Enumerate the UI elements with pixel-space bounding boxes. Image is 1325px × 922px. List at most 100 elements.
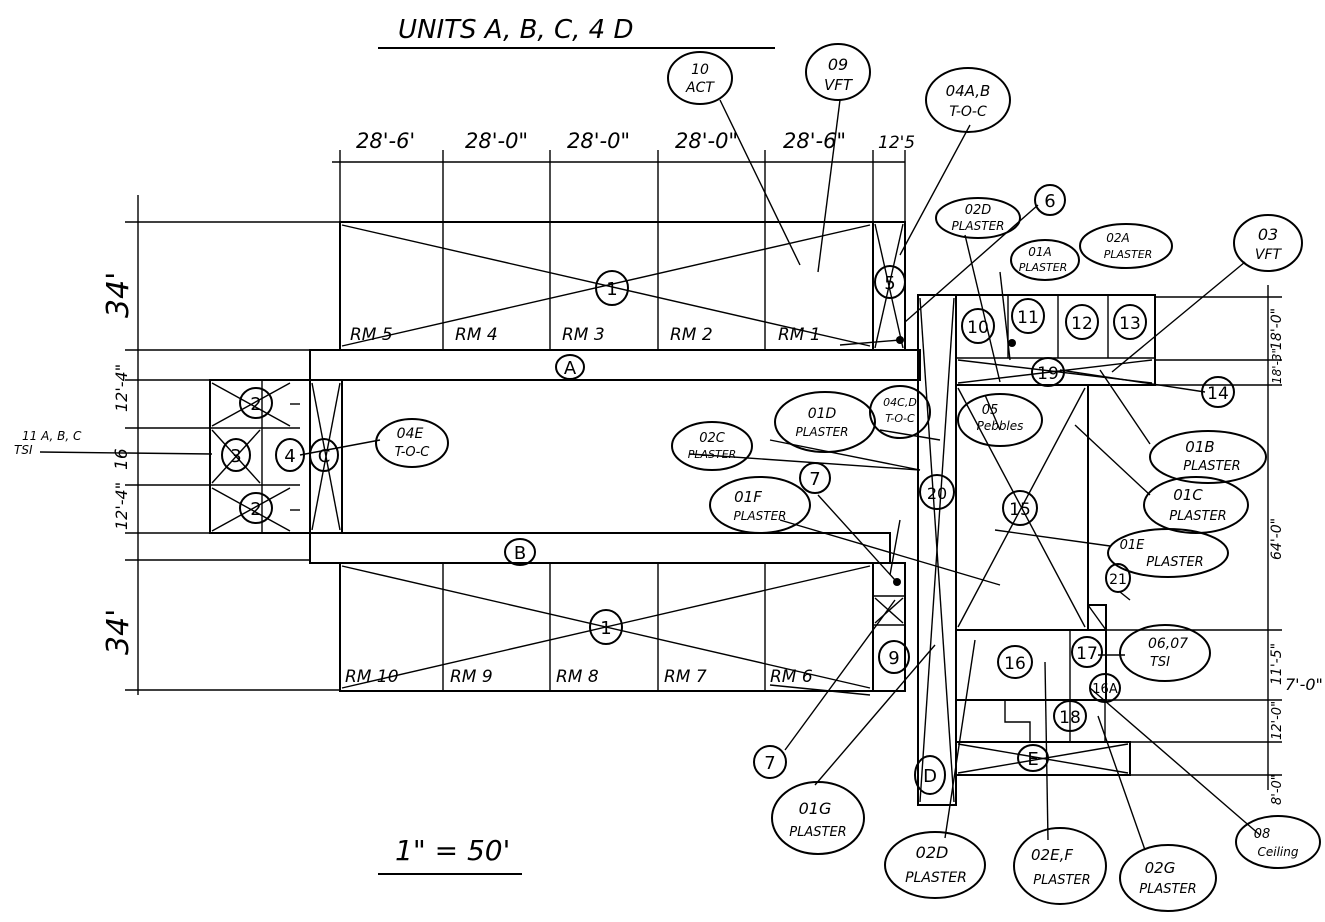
- svg-text:04E: 04E: [397, 426, 424, 442]
- dim-left-1: 34': [101, 272, 136, 318]
- sample-02ef: 02E,F PLASTER: [1013, 827, 1107, 905]
- room-rm8: RM 8: [556, 667, 599, 687]
- right-dimensions: 18'-0" 18'-3" 64'-0" 11'-5" 7'-0" 12'-0"…: [1105, 285, 1323, 805]
- room-rm9: RM 9: [450, 667, 493, 687]
- svg-text:10: 10: [691, 62, 709, 78]
- room-rm3: RM 3: [562, 325, 605, 345]
- svg-text:06,07: 06,07: [1148, 636, 1188, 652]
- dim-left-2: 12'-4": [112, 364, 131, 412]
- area-16: 16: [1004, 654, 1026, 674]
- svg-text:PLASTER: PLASTER: [1139, 882, 1196, 897]
- svg-text:01C: 01C: [1173, 486, 1203, 504]
- dim-top-6: 12'5: [878, 133, 915, 153]
- svg-text:02C: 02C: [699, 431, 726, 446]
- sample-03-vft: 03 VFT: [1233, 214, 1303, 272]
- svg-text:VFT: VFT: [1255, 247, 1283, 263]
- svg-text:01D: 01D: [808, 406, 837, 422]
- dim-left-4: 12'-4": [112, 482, 131, 530]
- area-7-lower: 7: [764, 753, 775, 774]
- svg-text:PLASTER: PLASTER: [1033, 873, 1090, 888]
- svg-text:01F: 01F: [734, 488, 762, 506]
- area-2-top: 2: [250, 394, 261, 415]
- area-12: 12: [1071, 314, 1093, 334]
- area-13: 13: [1119, 314, 1141, 334]
- svg-text:T-O-C: T-O-C: [949, 104, 987, 120]
- unit-markers: A B C D E: [309, 354, 1049, 795]
- dim-left-5: 34': [101, 609, 136, 655]
- sample-01c: 01C PLASTER: [1143, 476, 1249, 534]
- svg-text:04C,D: 04C,D: [883, 396, 917, 409]
- svg-text:01G: 01G: [799, 799, 832, 818]
- svg-text:02G: 02G: [1145, 859, 1176, 877]
- svg-text:PLASTER: PLASTER: [1146, 555, 1203, 570]
- sample-01e: 01E PLASTER: [1107, 528, 1229, 578]
- sample-08-ceiling: 08 Ceiling: [1235, 815, 1321, 869]
- sample-01b: 01B PLASTER: [1149, 430, 1267, 484]
- scale-label: 1" = 50': [395, 834, 510, 867]
- svg-text:03: 03: [1258, 225, 1278, 244]
- diagram-title: UNITS A, B, C, 4 D: [398, 15, 633, 45]
- svg-text:01E: 01E: [1120, 538, 1146, 553]
- svg-text:02A: 02A: [1106, 231, 1129, 245]
- svg-text:PLASTER: PLASTER: [1169, 509, 1226, 524]
- dim-right-1: 18'-0": [1269, 308, 1285, 350]
- left-dimensions: 34' 12'-4" 16 12'-4" 34' 11 A, B, C TSI: [14, 195, 340, 695]
- svg-text:05: 05: [982, 403, 999, 418]
- sample-0607-tsi: 06,07 TSI: [1119, 624, 1211, 682]
- area-20: 20: [927, 484, 947, 503]
- sample-01d: 01D PLASTER: [774, 391, 876, 453]
- dim-right-5: 7'-0": [1285, 675, 1323, 694]
- svg-text:PLASTER: PLASTER: [1104, 248, 1153, 261]
- sample-01g: 01G PLASTER: [771, 781, 865, 855]
- svg-text:08: 08: [1254, 827, 1271, 842]
- room-rm4: RM 4: [455, 325, 498, 345]
- sample-04ab-toc: 04A,B T-O-C: [925, 67, 1011, 133]
- area-markers: 1 1 2 2 3 4 5 6 7 7 9 10 11 12 13 14 15 …: [221, 184, 1235, 779]
- room-rm7: RM 7: [664, 667, 707, 687]
- right-wing-structure: [872, 221, 1156, 806]
- sample-01f: 01F PLASTER: [709, 476, 811, 534]
- svg-text:01A: 01A: [1028, 245, 1051, 259]
- dim-right-3: 64'-0": [1269, 518, 1285, 560]
- dim-top-2: 28'-0": [465, 129, 528, 153]
- area-1-top: 1: [606, 279, 617, 300]
- unit-e-label: E: [1027, 749, 1038, 770]
- sample-09-vft: 09 VFT: [805, 43, 871, 101]
- dim-top-4: 28'-0": [675, 129, 738, 153]
- area-2-bottom: 2: [250, 499, 261, 520]
- sample-02c: 02C PLASTER: [671, 421, 753, 471]
- sample-04cd-toc: 04C,D T-O-C: [869, 385, 931, 439]
- room-rm5: RM 5: [350, 325, 393, 345]
- dim-top-3: 28'-0": [567, 129, 630, 153]
- top-dimensions: 28'-6' 28'-0" 28'-0" 28'-0" 28'-6" 12'5: [332, 129, 915, 222]
- area-7-upper: 7: [809, 469, 820, 490]
- room-rm6: RM 6: [770, 667, 813, 687]
- area-19: 19: [1037, 364, 1059, 384]
- sample-callouts: 10 ACT 09 VFT 04A,B T-O-C 02D PLASTER 01…: [375, 43, 1321, 912]
- dim-top-5: 28'-6": [783, 129, 846, 153]
- svg-text:PLASTER: PLASTER: [1183, 459, 1240, 474]
- dim-top-1: 28'-6': [356, 129, 415, 153]
- dim-right-6: 12'-0": [1270, 701, 1285, 740]
- unit-d-label: D: [923, 766, 937, 787]
- area-5: 5: [884, 273, 895, 294]
- dim-right-7: 8'-0": [1270, 774, 1285, 805]
- dim-left-3: 16: [112, 448, 132, 470]
- svg-text:PLASTER: PLASTER: [796, 425, 849, 439]
- svg-text:Pebbles: Pebbles: [977, 419, 1024, 433]
- svg-text:VFT: VFT: [824, 76, 854, 94]
- svg-text:02E,F: 02E,F: [1031, 846, 1073, 864]
- sample-01a: 01A PLASTER: [1010, 239, 1080, 281]
- svg-text:04A,B: 04A,B: [946, 82, 991, 100]
- svg-text:PLASTER: PLASTER: [734, 509, 787, 523]
- corridor-structure: [209, 349, 921, 564]
- area-11: 11: [1017, 308, 1039, 328]
- room-rm2: RM 2: [670, 325, 713, 345]
- sample-02d-top: 02D PLASTER: [935, 197, 1021, 239]
- svg-text:ACT: ACT: [685, 80, 715, 96]
- sample-02g: 02G PLASTER: [1119, 844, 1217, 912]
- svg-text:PLASTER: PLASTER: [905, 870, 967, 886]
- svg-text:02D: 02D: [965, 203, 992, 218]
- svg-text:TSI: TSI: [1150, 655, 1170, 670]
- area-21: 21: [1109, 572, 1127, 588]
